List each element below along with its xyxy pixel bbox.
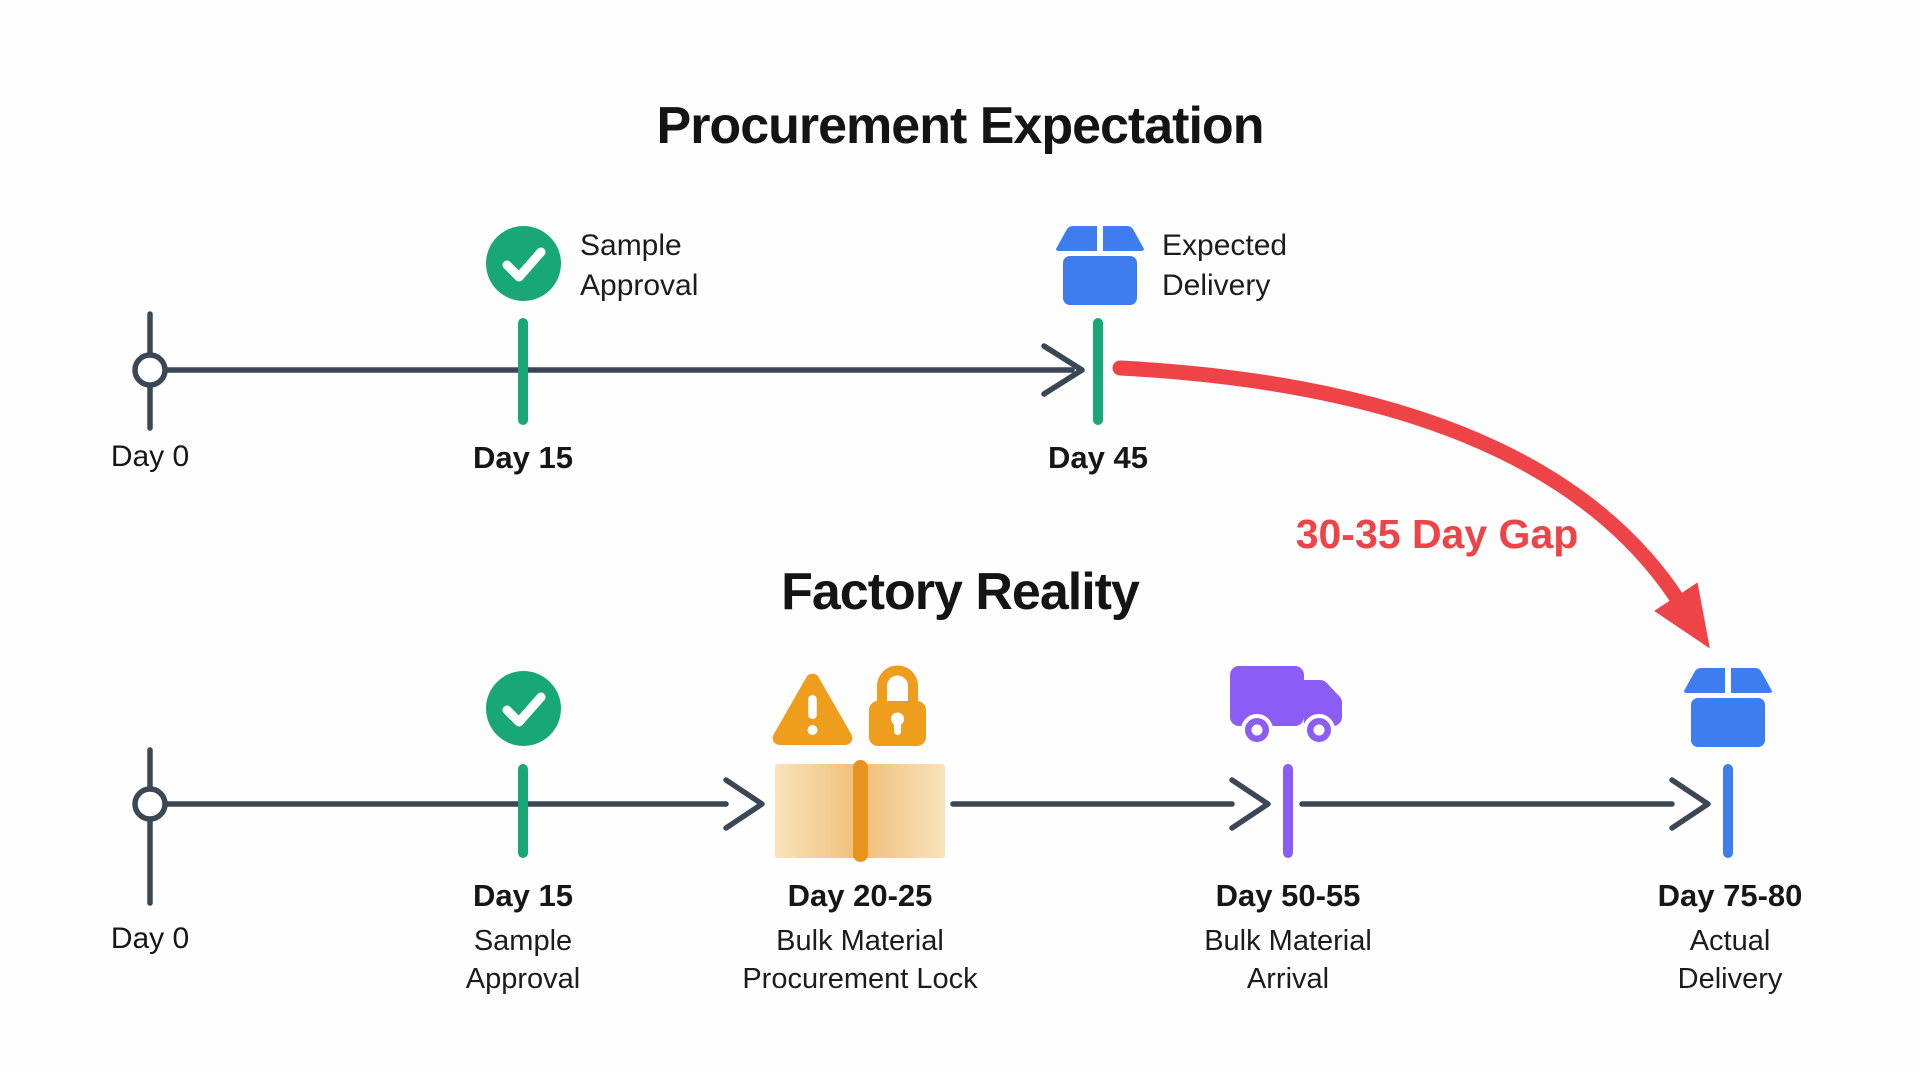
check-circle-icon (486, 226, 561, 301)
milestone-day-label: Day 50-55 (1215, 878, 1361, 913)
expected-delivery-caption: Expected Delivery (1162, 226, 1287, 306)
reality-day15-tick (518, 764, 528, 858)
milestone-caption-line: Delivery (1677, 963, 1783, 995)
caption-line: Delivery (1162, 269, 1271, 302)
reality-arrowhead-3-icon (1669, 777, 1711, 831)
milestone-caption-line: Arrival (1246, 963, 1330, 995)
reality-day75-80-milestone: Day 75-80 Actual Delivery (1658, 876, 1803, 998)
milestone-caption-line: Bulk Material (1204, 925, 1372, 957)
gap-label: 30-35 Day Gap (1295, 511, 1579, 557)
caption-line: Sample (580, 229, 682, 262)
milestone-caption-line: Actual (1689, 925, 1771, 957)
reality-arrowhead-1-icon (723, 777, 765, 831)
expectation-day45-tick (1093, 318, 1103, 425)
reality-day20-25-tick (853, 760, 868, 862)
milestone-day-label: Day 20-25 (787, 878, 933, 913)
milestone-caption-line: Bulk Material (776, 925, 944, 957)
expectation-title: Procurement Expectation (656, 97, 1265, 155)
caption-line: Approval (580, 269, 699, 302)
caption-line: Expected (1162, 229, 1288, 262)
expectation-day45-label: Day 45 (1048, 440, 1148, 475)
check-circle-icon (486, 671, 561, 746)
expectation-arrowhead-icon (1041, 343, 1085, 397)
expectation-day0-label: Day 0 (110, 440, 190, 473)
lock-icon (869, 665, 926, 746)
reality-day0-label: Day 0 (110, 922, 190, 955)
expectation-day15-label: Day 15 (473, 440, 573, 475)
reality-start-node-icon (132, 786, 168, 822)
milestone-day-label: Day 75-80 (1657, 878, 1803, 913)
expectation-day15-tick (518, 318, 528, 425)
reality-day50-55-milestone: Day 50-55 Bulk Material Arrival (1204, 876, 1372, 998)
truck-icon (1230, 666, 1343, 746)
reality-title: Factory Reality (781, 563, 1140, 621)
milestone-caption-line: Procurement Lock (742, 963, 978, 995)
reality-day15-milestone: Day 15 Sample Approval (466, 876, 580, 998)
milestone-caption-line: Approval (465, 963, 581, 995)
reality-day75-80-tick (1723, 764, 1733, 858)
package-icon (1684, 668, 1772, 747)
reality-arrowhead-2-icon (1229, 777, 1271, 831)
sample-approval-caption: Sample Approval (580, 226, 698, 306)
gap-arrow-icon (1112, 360, 1710, 649)
milestone-day-label: Day 15 (473, 878, 573, 913)
package-icon (1056, 226, 1144, 305)
reality-timeline (132, 747, 1711, 906)
reality-day50-55-tick (1283, 764, 1293, 858)
warning-icon (772, 673, 853, 745)
expectation-timeline (132, 311, 1085, 431)
expectation-start-node-icon (132, 352, 168, 388)
milestone-caption-line: Sample (473, 925, 573, 957)
reality-day20-25-milestone: Day 20-25 Bulk Material Procurement Lock (742, 876, 977, 998)
